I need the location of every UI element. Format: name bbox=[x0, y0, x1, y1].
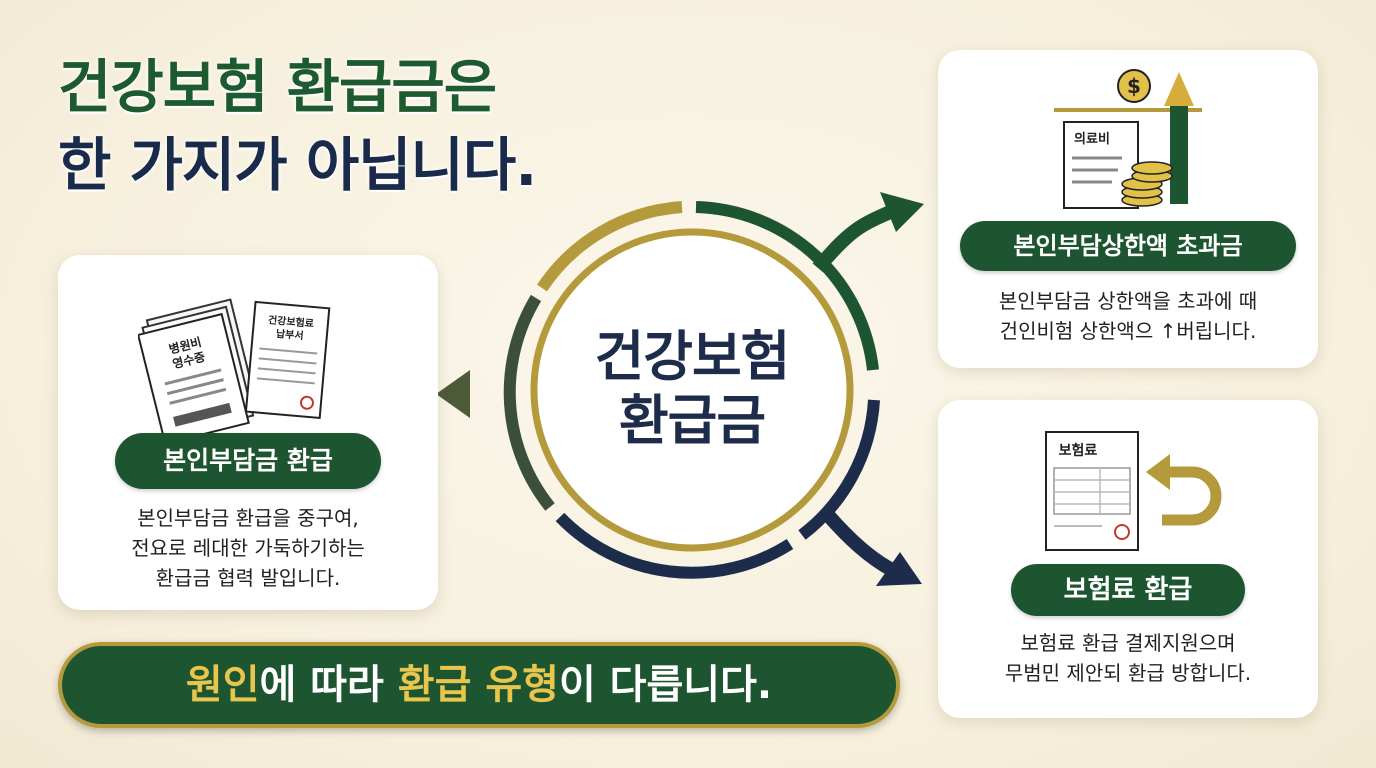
desc-line: 무범민 제안되 환급 방합니다. bbox=[1004, 661, 1252, 685]
premium-bill-icon: 보험료 bbox=[1045, 431, 1222, 551]
desc-line: 환급금 협력 발입니다. bbox=[155, 566, 341, 590]
arrow-bottom-right bbox=[822, 510, 896, 577]
arrow-top-right bbox=[812, 203, 898, 273]
card-premium-refund: 보험료 보험료 환급 보험료 환급 결제지원으며 무범민 제안되 환급 방합니다… bbox=[938, 400, 1318, 718]
dollar-symbol: $ bbox=[1127, 74, 1141, 98]
notice-title-1: 건강보험료 bbox=[267, 313, 314, 330]
premium-doc-title: 보험료 bbox=[1059, 442, 1098, 459]
card-ceiling-excess: $ 의료비 본인부담상한액 초과금 본인부담금 상한액을 초과에 때 건인비험 … bbox=[938, 50, 1318, 368]
center-title: 건강보험 환급금 bbox=[542, 325, 842, 453]
headline-line-1: 건강보험 환급금은 bbox=[58, 53, 497, 121]
banner-highlight-cause: 원인 bbox=[185, 662, 260, 708]
receipts-icon: 병원비 영수증 건강보험료 납부서 bbox=[138, 298, 331, 437]
ring-arc-green-top bbox=[695, 201, 879, 371]
desc-line: 본인부담금 상한액을 초과에 때 bbox=[998, 289, 1258, 313]
badge-copay-refund: 본인부담금 환급 bbox=[115, 433, 381, 489]
banner-highlight-type: 환급 유형 bbox=[397, 662, 559, 708]
arrow-left-head bbox=[436, 370, 470, 418]
badge-ceiling-excess: 본인부담상한액 초과금 bbox=[960, 221, 1296, 271]
dollar-coin-icon bbox=[1117, 69, 1151, 103]
arrow-top-right-head bbox=[880, 192, 924, 232]
headline: 건강보험 환급금은 한 가지가 아닙니다. bbox=[58, 48, 537, 204]
arrow-bottom-right-head bbox=[876, 552, 922, 586]
ring-arc-gold-top bbox=[537, 201, 683, 292]
inner-circle bbox=[530, 228, 854, 552]
ring-arc-left bbox=[503, 294, 555, 511]
desc-copay-refund: 본인부담금 환급을 중구여, 전요로 레대한 가둑하기하는 환급금 협력 발입니… bbox=[58, 503, 438, 593]
center-ring-diagram bbox=[436, 192, 924, 586]
refund-return-arrow-head bbox=[1146, 454, 1170, 490]
coins-rising-icon: $ 의료비 bbox=[1054, 69, 1202, 209]
card-copay-refund: 병원비 영수증 건강보험료 납부서 본인부담금 환급 본인부담금 환급을 중구여… bbox=[58, 255, 438, 610]
ring-arc-navy-bottom bbox=[555, 512, 794, 579]
desc-premium-refund: 보험료 환급 결제지원으며 무범민 제안되 환급 방합니다. bbox=[938, 628, 1318, 688]
desc-line: 건인비험 상한액으 ↑버립니다. bbox=[999, 319, 1257, 343]
banner-text-1: 에 따라 bbox=[259, 662, 398, 708]
medical-doc-title: 의료비 bbox=[1074, 131, 1110, 147]
desc-line: 본인부담금 환급을 중구여, bbox=[137, 506, 359, 530]
badge-premium-refund: 보험료 환급 bbox=[1011, 564, 1245, 616]
headline-line-2: 한 가지가 아닙니다. bbox=[58, 131, 537, 199]
refund-return-arrow bbox=[1162, 466, 1222, 526]
ring-arc-navy-right bbox=[798, 399, 880, 540]
up-arrow-head bbox=[1164, 72, 1194, 106]
desc-line: 전요로 레대한 가둑하기하는 bbox=[131, 536, 365, 560]
notice-title-2: 납부서 bbox=[276, 327, 305, 342]
up-arrow-shaft bbox=[1170, 100, 1188, 204]
center-title-line-1: 건강보험 bbox=[594, 325, 791, 388]
banner-text-2: 이 다릅니다. bbox=[558, 662, 773, 708]
desc-ceiling-excess: 본인부담금 상한액을 초과에 때 건인비험 상한액으 ↑버립니다. bbox=[938, 286, 1318, 346]
coin-stack-icon bbox=[1121, 161, 1173, 207]
center-title-line-2: 환급금 bbox=[618, 389, 766, 452]
bottom-banner: 원인에 따라 환급 유형이 다릅니다. bbox=[58, 642, 900, 728]
desc-line: 보험료 환급 결제지원으며 bbox=[1020, 631, 1236, 655]
